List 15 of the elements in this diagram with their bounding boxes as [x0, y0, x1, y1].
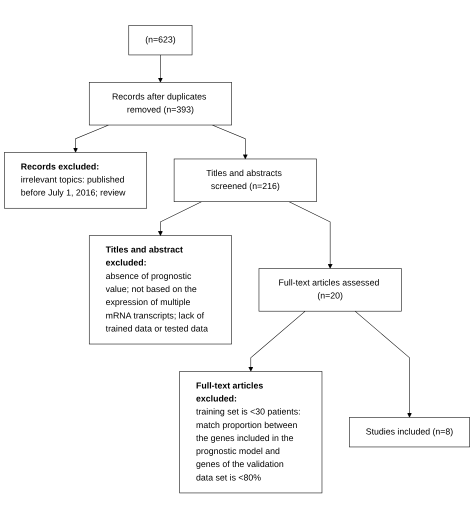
- node-box: Full-text articles assessed (n=20): [258, 268, 402, 312]
- node-box: Studies included (n=8): [349, 417, 470, 448]
- node-box: Full-text articles excluded: training set is <30 patients: match proportion between the genes included in the prognostic model and genes of the validation data set is <80%: [179, 371, 322, 494]
- arrow: [354, 311, 412, 418]
- arrow: [212, 125, 248, 160]
- node-box: (n=623): [128, 25, 192, 56]
- arrow: [158, 202, 202, 236]
- arrow: [73, 125, 109, 153]
- arrow: [288, 202, 333, 270]
- arrow: [248, 311, 306, 372]
- node-box: Records after duplicates removed (n=393): [88, 82, 232, 126]
- arrow: [158, 55, 163, 83]
- node-box: Titles and abstract excluded: absence of prognostic value; not based on the expression of multiple mRNA transcripts; lack of trained data or tested data: [88, 236, 232, 345]
- node-box: Records excluded: irrelevant topics: published before July 1, 2016; review: [4, 152, 147, 209]
- node-box: Titles and abstracts screened (n=216): [174, 159, 317, 202]
